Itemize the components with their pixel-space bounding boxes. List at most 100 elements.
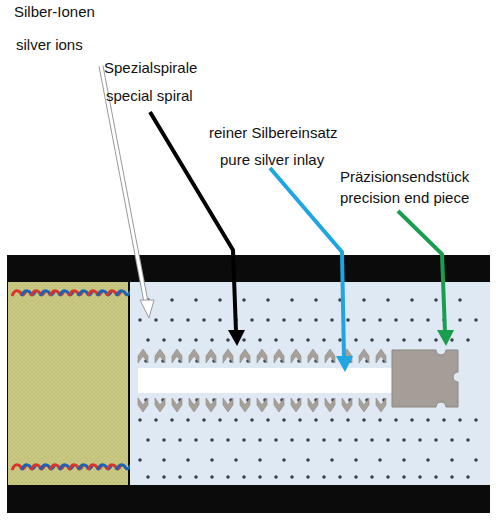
silver-dot: [210, 458, 214, 462]
silver-dot: [218, 298, 222, 302]
silver-dot: [354, 458, 358, 462]
silver-dot: [258, 475, 262, 479]
silver-dot: [154, 418, 158, 422]
spiral-segment: [291, 349, 301, 363]
silver-inlay: [138, 368, 394, 393]
silver-dot: [178, 438, 182, 442]
silver-dot: [434, 438, 438, 442]
callout-label: pure silver inlay: [220, 151, 324, 169]
silver-dot: [426, 458, 430, 462]
spiral-segment: [206, 349, 216, 363]
silver-dot: [138, 458, 142, 462]
silver-dot: [210, 475, 214, 479]
silver-dot: [370, 438, 374, 442]
silver-dot: [410, 418, 414, 422]
silver-dot: [290, 475, 294, 479]
spiral-segment: [138, 398, 148, 412]
silver-dot: [306, 475, 310, 479]
silver-dot: [274, 338, 278, 342]
silver-dot: [402, 438, 406, 442]
silver-dot: [298, 318, 302, 322]
spiral-segment: [325, 398, 335, 412]
spiral-segment: [359, 398, 369, 412]
callout-label: Spezialspirale: [104, 59, 197, 77]
fabric-pad: [8, 282, 128, 485]
silver-dot: [266, 318, 270, 322]
leader-lines: [101, 66, 454, 372]
spiral-segment: [308, 398, 318, 412]
backing-frame: [7, 255, 490, 513]
silver-dot: [226, 475, 230, 479]
silver-dot: [474, 458, 478, 462]
silver-dot: [450, 438, 454, 442]
silver-dot: [434, 475, 438, 479]
silver-dot: [418, 475, 422, 479]
silver-dot: [274, 475, 278, 479]
silver-dot: [354, 338, 358, 342]
arrow-head: [336, 356, 353, 372]
spiral-segment: [257, 398, 267, 412]
silver-dot: [210, 338, 214, 342]
silver-dot: [250, 418, 254, 422]
silver-dot: [442, 418, 446, 422]
spiral-segment: [376, 398, 386, 412]
silver-dot: [178, 475, 182, 479]
silver-dot: [306, 338, 310, 342]
film-strip: [130, 282, 490, 485]
arrow-head: [140, 300, 154, 318]
silver-dot: [242, 438, 246, 442]
silver-dot: [202, 318, 206, 322]
spiral-segment: [155, 398, 165, 412]
silver-dot: [290, 338, 294, 342]
spiral-segment: [223, 398, 233, 412]
silver-dot: [298, 418, 302, 422]
silver-dot: [394, 318, 398, 322]
silver-dot: [378, 418, 382, 422]
silver-dot: [466, 438, 470, 442]
silver-dot: [394, 418, 398, 422]
silver-dot: [282, 458, 286, 462]
silver-dot: [138, 318, 142, 322]
silver-dot: [458, 318, 462, 322]
silver-dot: [450, 458, 454, 462]
callout-label: special spiral: [106, 87, 193, 105]
silver-dot: [146, 475, 150, 479]
spiral-segment: [376, 349, 386, 363]
silver-dot: [386, 298, 390, 302]
silver-dot: [218, 318, 222, 322]
silver-dot: [402, 458, 406, 462]
silver-dot: [186, 418, 190, 422]
silver-dot: [402, 475, 406, 479]
silver-dot: [290, 298, 294, 302]
spiral-segment: [308, 349, 318, 363]
silver-dot: [274, 438, 278, 442]
silver-dot: [386, 338, 390, 342]
end-piece: [392, 350, 458, 407]
silver-dot: [146, 438, 150, 442]
silver-dot: [338, 475, 342, 479]
silver-dot: [378, 458, 382, 462]
silver-dot: [434, 298, 438, 302]
silver-dot: [186, 458, 190, 462]
silver-dot: [138, 418, 142, 422]
silver-dot: [282, 418, 286, 422]
spiral-segment: [274, 349, 284, 363]
callout-label: Silber-Ionen: [14, 3, 95, 21]
silver-dot: [194, 338, 198, 342]
silver-dot: [258, 438, 262, 442]
spiral-segment: [206, 398, 216, 412]
spiral-segment: [274, 398, 284, 412]
silver-dot: [162, 438, 166, 442]
silver-dots: [138, 298, 478, 479]
silver-dot: [226, 438, 230, 442]
silver-dot: [314, 298, 318, 302]
silver-dot: [426, 418, 430, 422]
silver-dot: [410, 298, 414, 302]
wave-stroke: [117, 465, 131, 470]
silver-dot: [330, 458, 334, 462]
silver-dot: [330, 418, 334, 422]
silver-dot: [434, 338, 438, 342]
spiral-segment: [359, 349, 369, 363]
silver-dot: [146, 338, 150, 342]
